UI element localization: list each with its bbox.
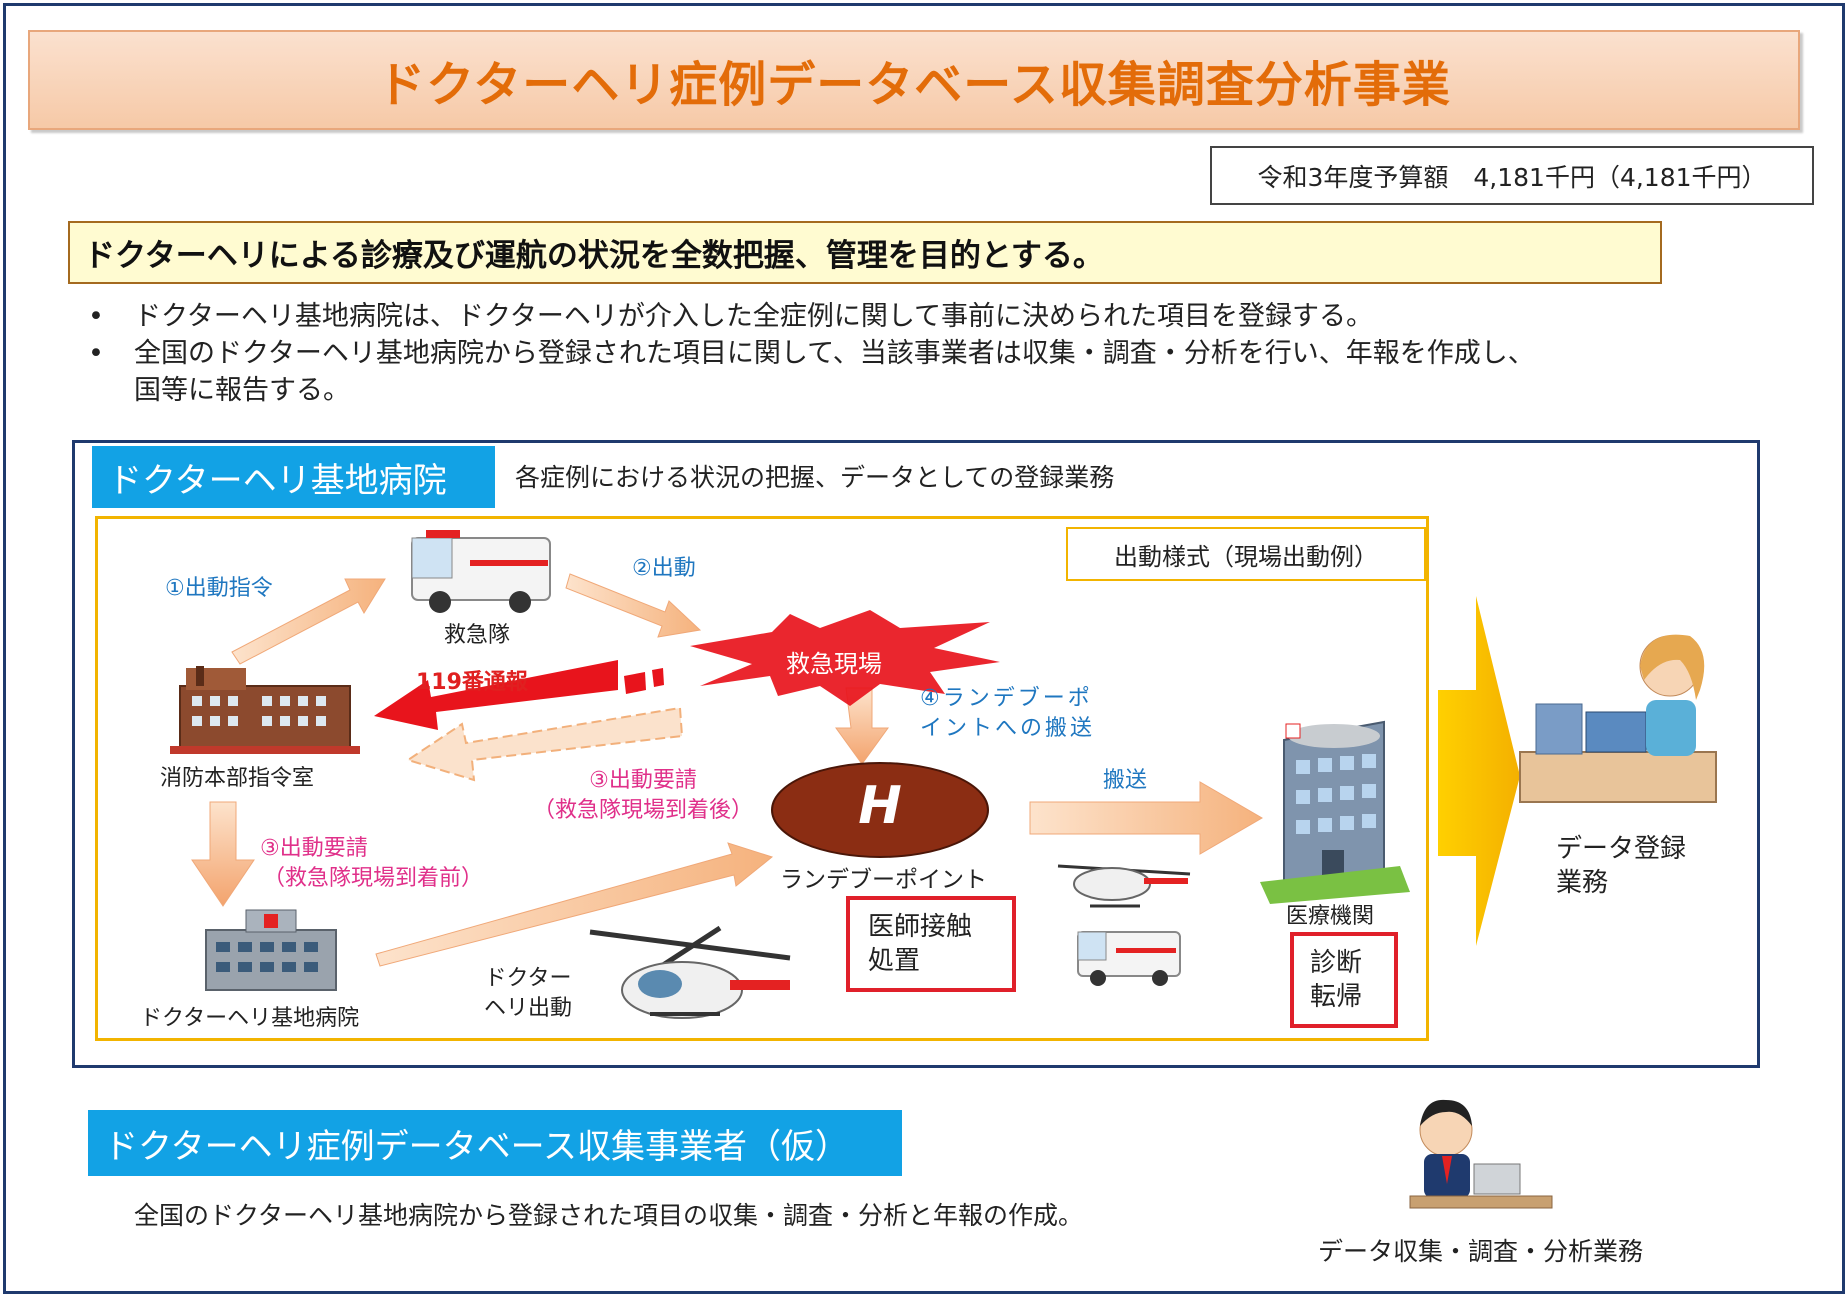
request-after-arrival-arrow (405, 706, 684, 782)
page-title: ドクターヘリ症例データベース収集調査分析事業 (377, 57, 1451, 113)
request-before-arrival-line1: ③出動要請 (260, 836, 368, 861)
bullet-text: ドクターヘリ基地病院は、ドクターヘリが介入した全症例に関して事前に決められた項目… (134, 301, 1374, 332)
transport-ambulance-illustration (1077, 931, 1181, 986)
call-119-label: 119番通報 (416, 670, 528, 695)
dispatch-mode-text: 出動様式（現場出動例） (1114, 542, 1378, 571)
step1-label: ①出動指令 (165, 576, 273, 601)
bullet-text: 全国のドクターヘリ基地病院から登録された項目に関して、当該事業者は収集・調査・分… (134, 338, 1535, 369)
collector-tag-text: ドクターヘリ症例データベース収集事業者（仮） (104, 1126, 849, 1167)
request-after-arrival-line1: ③出動要請 (589, 768, 697, 793)
purpose-box: ドクターヘリによる診療及び運航の状況を全数把握、管理を目的とする。 (68, 221, 1662, 284)
dispatch-flow-panel (95, 516, 1429, 1041)
request-before-arrival-arrow (191, 801, 255, 907)
step2-label: ②出動 (632, 556, 696, 581)
request-before-arrival-line2: （救急隊現場到着前） (262, 866, 483, 891)
heli-dispatch-line1: ドクター (484, 966, 572, 991)
request-after-arrival-line2: （救急隊現場到着後） (532, 798, 753, 823)
bullet-marker: • (88, 338, 104, 369)
bullet-item: • ドクターヘリ基地病院は、ドクターヘリが介入した全症例に関して事前に決められた項… (88, 298, 1768, 335)
ambulance-label: 救急隊 (444, 623, 511, 648)
emergency-scene-burst (690, 610, 1000, 706)
base-hospital-label: ドクターヘリ基地病院 (140, 1006, 360, 1031)
dispatch-mode-label: 出動様式（現場出動例） (1066, 527, 1426, 581)
bullet-text: 国等に報告する。 (134, 375, 350, 406)
diagnosis-line2: 転帰 (1310, 982, 1363, 1012)
ambulance-illustration (411, 530, 551, 613)
medical-institution-illustration (1260, 720, 1410, 904)
base-hospital-tag-text: ドクターヘリ基地病院 (108, 460, 447, 501)
bullet-list: • ドクターヘリ基地病院は、ドクターヘリが介入した全症例に関して事前に決められた項… (88, 298, 1768, 409)
heli-dispatch-arrow (375, 842, 774, 967)
transport-to-rendezvous-arrow (835, 687, 889, 765)
transport-label: 搬送 (1103, 768, 1148, 793)
base-hospital-description: 各症例における状況の把握、データとしての登録業務 (515, 463, 1115, 492)
emergency-scene-label: 救急現場 (786, 650, 882, 678)
request-after-arrival-label: ③出動要請 （救急隊現場到着後） (528, 766, 758, 826)
budget-text: 令和3年度予算額 4,181千円（4,181千円） (1257, 162, 1767, 192)
base-hospital-illustration (205, 909, 337, 991)
heliport-h-mark: H (858, 776, 902, 836)
step4-line2: イントへの搬送 (920, 716, 1096, 741)
medical-institution-label: 医療機関 (1286, 904, 1375, 929)
title-banner: ドクターヘリ症例データベース収集調査分析事業 (28, 30, 1800, 130)
doctor-contact-box: 医師接触 処置 (846, 896, 1016, 992)
dispatch-order-arrow (231, 578, 386, 665)
analyst-illustration (1409, 1099, 1553, 1209)
analysis-caption: データ収集・調査・分析業務 (1318, 1237, 1644, 1266)
doctor-contact-line1: 医師接触 (868, 912, 973, 942)
data-registration-line1: データ登録 (1556, 834, 1687, 864)
request-before-arrival-label: ③出動要請 （救急隊現場到着前） (248, 834, 498, 894)
doctor-contact-line2: 処置 (868, 946, 921, 976)
data-entry-worker-illustration (1519, 634, 1717, 803)
heli-dispatch-label: ドクター ヘリ出動 (484, 964, 572, 1024)
transport-helicopter-illustration (1057, 864, 1191, 908)
purpose-text: ドクターヘリによる診療及び運航の状況を全数把握、管理を目的とする。 (84, 238, 1104, 274)
data-registration-label: データ登録 業務 (1556, 832, 1686, 900)
collector-description: 全国のドクターヘリ基地病院から登録された項目の収集・調査・分析と年報の作成。 (134, 1201, 1084, 1230)
diagnosis-box: 診断 転帰 (1290, 932, 1398, 1028)
bullet-marker: • (88, 301, 104, 332)
transport-arrow (1029, 781, 1263, 855)
budget-box: 令和3年度予算額 4,181千円（4,181千円） (1210, 146, 1814, 205)
bullet-item: • 全国のドクターヘリ基地病院から登録された項目に関して、当該事業者は収集・調査・… (88, 335, 1768, 372)
step4-line1: ④ランデブーポ (920, 686, 1093, 711)
rendezvous-heliport (771, 762, 989, 858)
ambulance-dispatch-arrow (565, 573, 702, 638)
emergency-call-arrow (374, 660, 664, 730)
bullet-item-continuation: 国等に報告する。 (88, 372, 1768, 409)
step4-label: ④ランデブーポ イントへの搬送 (920, 684, 1095, 744)
rendezvous-label: ランデブーポイント (780, 867, 987, 893)
fire-headquarters-illustration (170, 666, 360, 754)
diagnosis-line1: 診断 (1310, 948, 1363, 978)
data-registration-line2: 業務 (1556, 868, 1609, 898)
doctor-helicopter-illustration (589, 925, 791, 1019)
fire-hq-label: 消防本部指令室 (160, 766, 315, 791)
data-flow-arrow (1438, 596, 1520, 946)
collector-tag: ドクターヘリ症例データベース収集事業者（仮） (88, 1110, 902, 1176)
heli-dispatch-line2: ヘリ出動 (484, 996, 573, 1021)
base-hospital-section (72, 440, 1760, 1068)
base-hospital-tag: ドクターヘリ基地病院 (92, 446, 495, 508)
